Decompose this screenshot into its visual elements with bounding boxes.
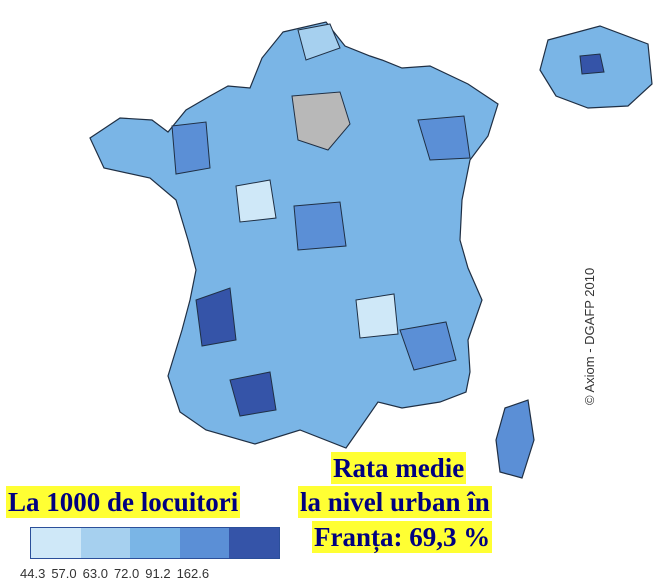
legend-ticks: 44.3 57.0 63.0 72.0 91.2 162.6 — [20, 566, 209, 581]
legend-title: La 1000 de locuitori — [6, 486, 241, 518]
mainland-outline — [89, 21, 499, 449]
legend-tick: 91.2 — [145, 566, 171, 581]
department-southeast — [399, 321, 457, 371]
legend-swatch-3 — [130, 528, 180, 558]
department-west — [171, 121, 211, 175]
legend-tick: 72.0 — [113, 566, 140, 581]
note-line-1: Rata medie — [331, 452, 467, 484]
credit-text: © Axiom - DGAFP 2010 — [582, 267, 597, 405]
department-pale-1 — [235, 179, 277, 223]
legend-swatch-5 — [229, 528, 279, 558]
department-center — [293, 201, 347, 251]
legend-swatch-4 — [179, 528, 230, 558]
inset-paris — [579, 53, 605, 75]
department-south — [229, 371, 277, 417]
legend-tick: 57.0 — [51, 566, 77, 581]
legend-tick: 162.6 — [176, 566, 210, 581]
legend-color-scale — [30, 527, 280, 559]
department-nord — [297, 23, 341, 61]
department-pale-2 — [355, 293, 399, 339]
department-paris — [291, 91, 351, 151]
department-southwest — [195, 287, 237, 347]
legend-swatch-1 — [31, 528, 81, 558]
legend-tick: 44.3 — [20, 566, 46, 581]
department-east — [417, 115, 471, 161]
note-line-3: Franța: 69,3 % — [312, 521, 493, 553]
corsica — [495, 399, 535, 479]
note-line-2: la nivel urban în — [298, 486, 492, 518]
legend-swatch-2 — [80, 528, 131, 558]
legend-tick: 63.0 — [82, 566, 108, 581]
